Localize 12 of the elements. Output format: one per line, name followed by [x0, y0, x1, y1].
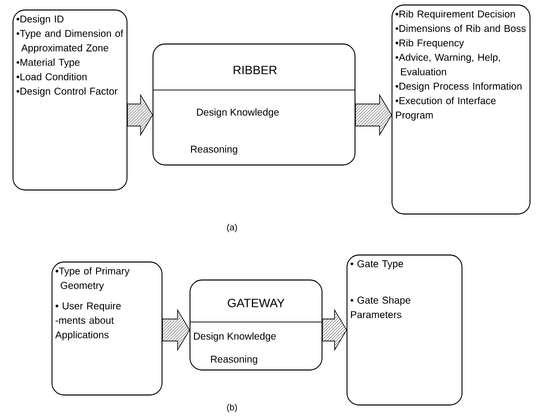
input-list-box: •Rib Requirement Decision •Dimensions of Rib and Boss •Rib Frequency •Advice, Warning, Help, Evaluation •Design Process Information •Execution of Interface Program — [392, 4, 530, 214]
system-box: GATEWAY Design Knowledge Reasoning — [190, 280, 322, 370]
block-arrow — [322, 308, 347, 352]
block-arrow — [127, 94, 153, 136]
panel-label: (b) — [227, 404, 237, 412]
block-arrow — [162, 308, 190, 352]
input-list-box: •Type of Primary Geometry • User Require -ments about Applications — [52, 262, 162, 396]
block-arrow — [355, 94, 392, 136]
system-box: RIBBER Design Knowledge Reasoning — [152, 44, 356, 166]
input-list-box: •Design ID •Type and Dimension of Approximated Zone •Material Type •Load Condition •Design Control Factor — [12, 10, 128, 190]
panel-label: (a) — [227, 224, 237, 232]
input-list-box: • Gate Type • Gate Shape Parameters — [346, 254, 462, 406]
